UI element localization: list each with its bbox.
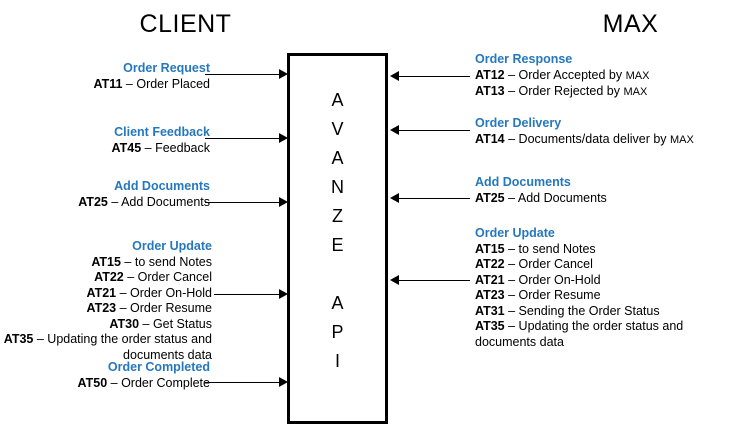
message-code: AT13 [475,84,505,98]
connector-line-order-response [396,76,470,77]
message-title: Add Documents [114,179,210,193]
message-title: Add Documents [475,175,571,189]
message-party-name: MAX [625,69,650,82]
message-code: AT12 [475,67,505,82]
message-line: AT15 – to send Notes [91,254,212,269]
message-line: documents data [123,347,212,362]
connector-line-client-feedback [205,138,281,139]
api-box-letter: Z [332,206,343,226]
message-code: AT22 [94,270,124,284]
arrowhead-order-response [390,71,399,81]
message-title: Order Response [475,52,573,66]
message-party-name: MAX [670,133,694,146]
message-line: AT30 – Get Status [109,316,212,331]
message-title: Order Delivery [475,116,562,130]
message-line: AT25 – Add Documents [475,190,607,205]
message-line: AT25 – Add Documents [78,194,210,209]
message-code: AT35 [3,332,34,346]
message-code: AT45 [111,140,142,155]
arrowhead-order-request [279,69,288,79]
message-title: Order Update [132,239,212,253]
message-code: AT50 [77,375,108,390]
message-code: AT31 [475,303,505,318]
message-code: AT30 [109,316,140,331]
api-box-letter: A [331,148,344,168]
message-line: AT50 – Order Complete [77,375,210,390]
message-line: AT22 – Order Cancel [94,270,212,284]
arrowhead-order-delivery [390,125,399,135]
message-line: AT14 – Documents/data deliver by MAX [475,131,694,146]
connector-line-order-delivery [396,130,470,131]
message-code: AT25 [475,190,505,205]
arrowhead-order-update-left [279,289,288,299]
message-title: Order Update [475,226,555,240]
message-code: AT22 [475,257,505,271]
message-line: documents data [475,334,564,349]
message-line: AT35 – Updating the order status and [3,332,212,346]
api-box-letter: P [331,322,344,342]
connector-line-add-documents-right [396,198,470,199]
message-line: AT23 – Order Resume [86,301,212,315]
message-code: AT25 [78,194,108,209]
message-code: AT15 [475,241,505,256]
message-line: AT45 – Feedback [111,140,210,155]
connector-line-order-request [205,74,281,75]
api-box-letter: N [331,177,344,197]
message-line: AT12 – Order Accepted by MAX [475,67,650,82]
message-line: AT22 – Order Cancel [475,257,593,271]
arrowhead-add-documents-right [390,193,399,203]
message-title: Client Feedback [114,125,210,139]
connector-line-order-update-right [396,280,470,281]
message-code: AT21 [475,272,505,287]
api-box-letter: A [331,293,344,313]
message-line: AT11 – Order Placed [93,76,210,91]
api-box-letter: I [334,351,340,371]
api-box-letter: A [331,90,344,110]
arrowhead-add-documents-left [279,197,288,207]
api-box-letter: E [331,235,344,255]
connector-line-order-completed [205,382,281,383]
message-code: AT14 [475,131,505,146]
message-code: AT11 [93,76,123,91]
api-box-letter: V [331,119,344,139]
message-line: AT23 – Order Resume [475,288,601,302]
max-side-header: MAX [602,10,659,38]
connector-line-add-documents-left [205,202,281,203]
message-line: AT21 – Order On-Hold [475,272,601,287]
message-code: AT23 [86,301,117,315]
message-code: AT35 [475,319,505,333]
client-side-header: CLIENT [139,10,232,38]
message-line: AT35 – Updating the order status and [475,319,684,333]
message-title: Order Request [123,61,210,75]
connector-line-order-update-left [214,294,281,295]
message-code: AT21 [86,285,117,300]
message-code: AT23 [475,288,505,302]
message-title: Order Completed [107,360,210,374]
message-line: AT31 – Sending the Order Status [475,303,660,318]
message-line: AT13 – Order Rejected by MAX [475,84,648,98]
arrowhead-order-completed [279,377,288,387]
message-party-name: MAX [623,86,648,98]
message-code: AT15 [91,254,121,269]
arrowhead-client-feedback [279,133,288,143]
message-line: AT21 – Order On-Hold [86,285,212,300]
arrowhead-order-update-right [390,275,399,285]
message-line: AT15 – to send Notes [475,241,596,256]
